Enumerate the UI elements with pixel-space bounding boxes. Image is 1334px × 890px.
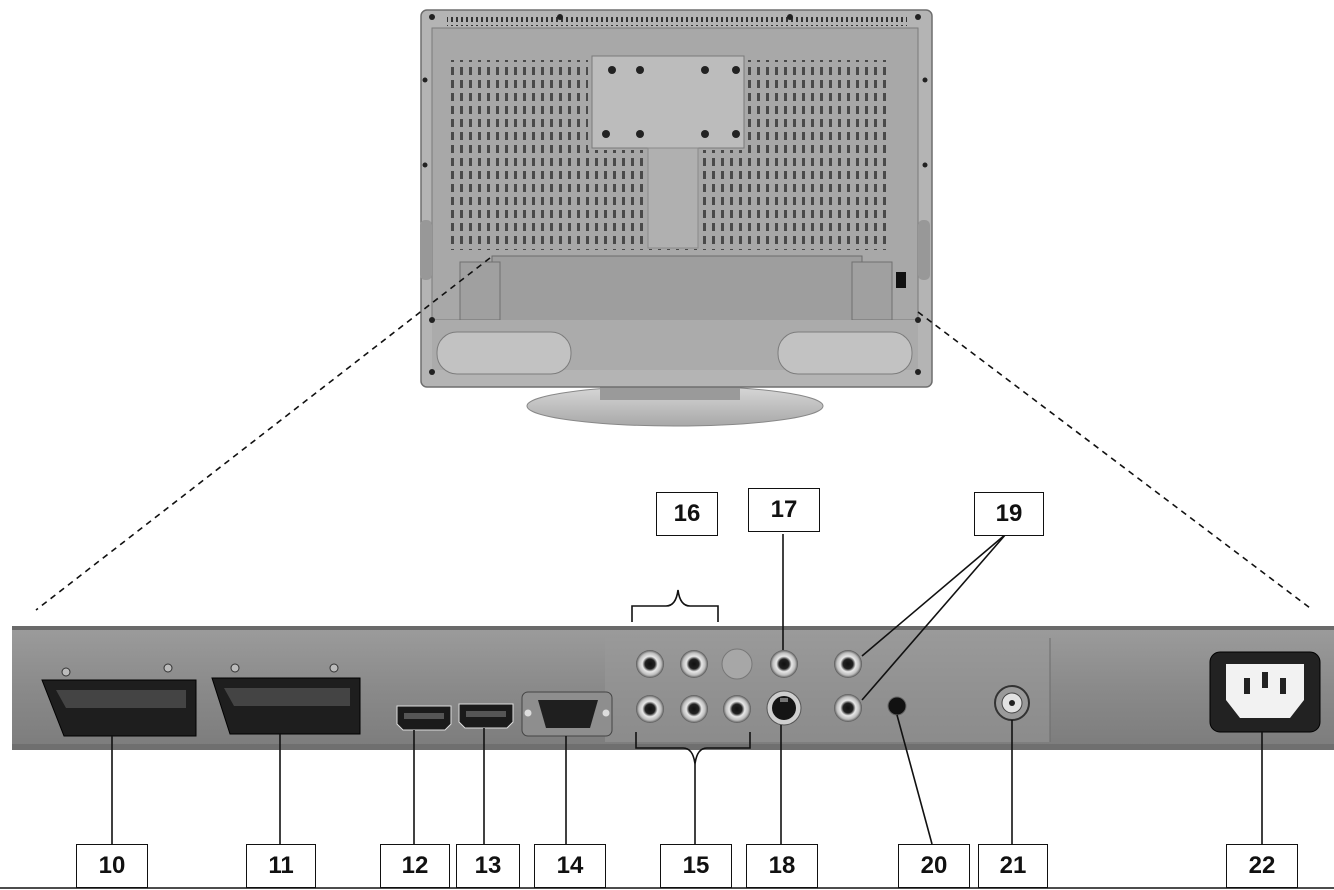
right-speaker [777,331,913,375]
callout-10: 10 [76,844,148,888]
callout-15: 15 [660,844,732,888]
hdmi-port-13 [458,703,514,729]
left-vent-grille [448,60,588,250]
callout-22: 22 [1226,844,1298,888]
s-video-port-18 [766,690,802,726]
callout-16: 16 [656,492,718,536]
callout-17: 17 [748,488,820,532]
hdmi-port-12 [396,705,452,731]
callout-19: 19 [974,492,1044,536]
callout-20: 20 [898,844,970,888]
callout-12: 12 [380,844,450,888]
scart-connector-11 [211,663,361,735]
callout-21: 21 [978,844,1048,888]
rca-jack-group [636,648,753,723]
callout-18: 18 [746,844,818,888]
tv-rear-icon [420,9,933,427]
left-speaker [436,331,572,375]
callout-13: 13 [456,844,520,888]
callout-11: 11 [246,844,316,888]
callout-14: 14 [534,844,606,888]
right-vent-grille [748,60,888,250]
zoom-line-right [917,311,1311,609]
headphone-jack-20 [887,696,907,716]
vga-port-14 [521,691,613,737]
callout-leaders [0,533,1334,889]
connector-panel [12,626,1334,750]
rca-jack-19b [834,694,862,722]
antenna-socket-21 [994,685,1030,721]
scart-connector-10 [41,663,197,737]
rca-jack-17 [770,650,798,678]
rca-jack-19a [834,650,862,678]
power-socket-22 [1209,651,1321,733]
zoom-line-left [35,257,491,611]
vesa-mount-plate [591,55,745,149]
